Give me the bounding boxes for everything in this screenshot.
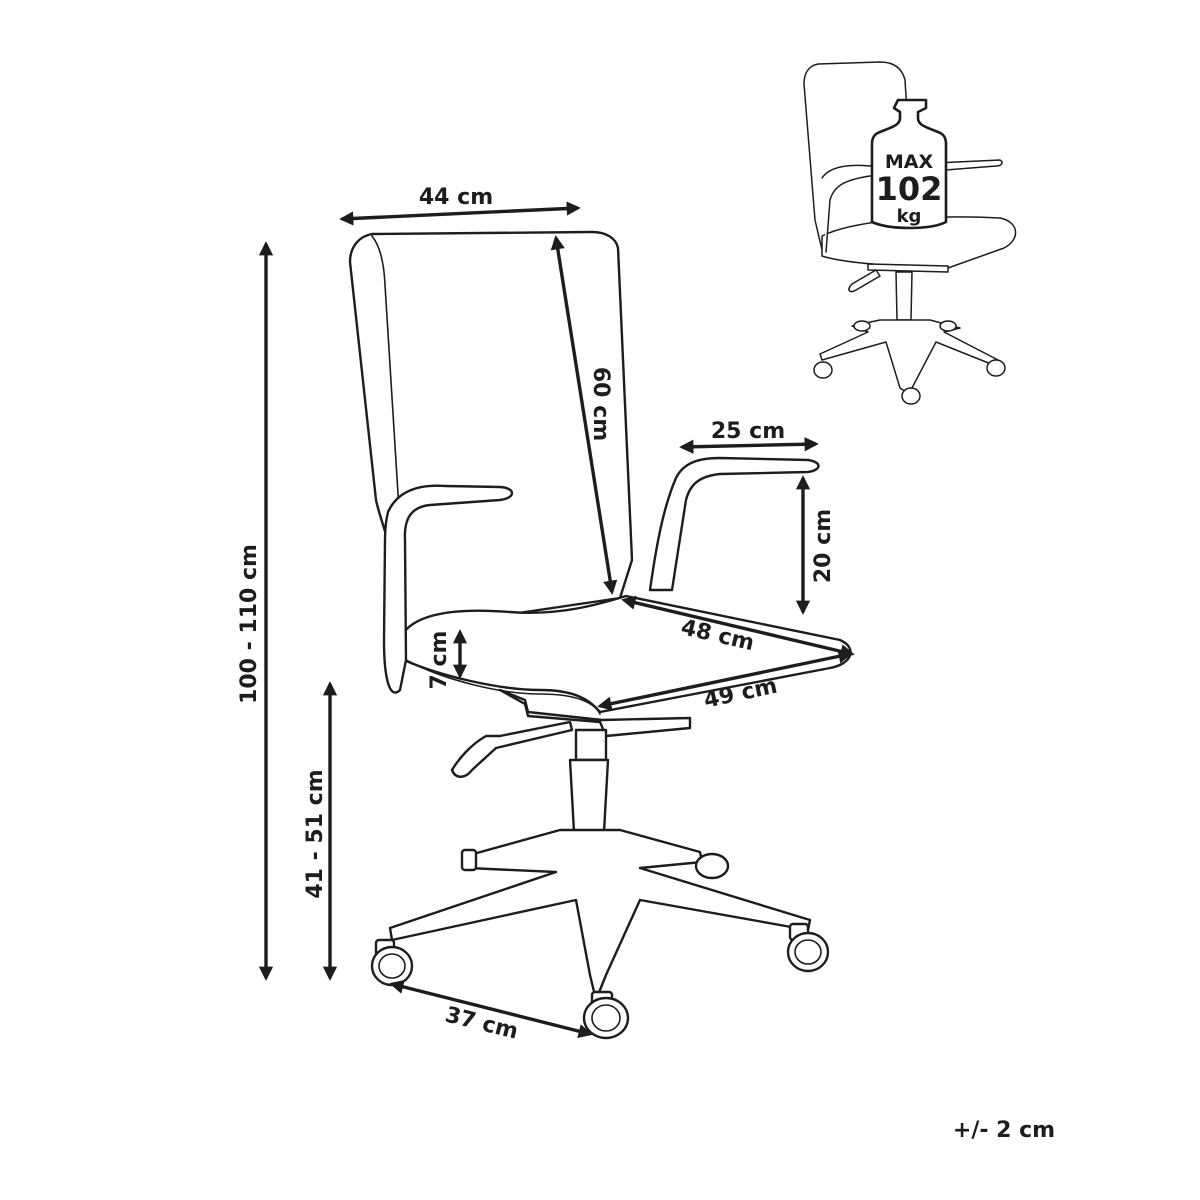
weight-unit: kg (897, 206, 922, 227)
weight-value: 102 (876, 170, 943, 208)
weight-max-label: MAX (885, 151, 934, 173)
label-armrest-length: 25 cm (711, 419, 785, 444)
height-adjust-lever (450, 720, 574, 778)
caster-left (370, 938, 414, 987)
caster-right (786, 922, 830, 973)
dimension-labels: 44 cm 60 cm 25 cm 20 cm 48 cm 49 cm 7 cm… (237, 185, 836, 1045)
label-backrest-width: 44 cm (419, 185, 493, 210)
dim-line-base-width (389, 979, 593, 1039)
gas-cylinder (574, 728, 608, 762)
star-base (388, 828, 812, 1002)
label-total-height: 100 - 110 cm (237, 544, 262, 704)
dim-line-backrest-height (550, 235, 618, 595)
label-seat-height: 41 - 51 cm (303, 769, 328, 898)
dimension-lines (258, 201, 855, 1039)
dim-line-backrest-width (339, 201, 581, 226)
dim-line-armrest-length (679, 437, 819, 454)
chair-armrest-right (648, 456, 820, 592)
chair-seat (402, 594, 852, 714)
label-base-width: 37 cm (443, 1003, 521, 1045)
caster-back-right (694, 852, 730, 880)
seat-mechanism (498, 688, 692, 738)
chair-armrest-left (382, 484, 514, 694)
caster-front (582, 990, 630, 1040)
tolerance-note: +/- 2 cm (953, 1118, 1055, 1143)
max-load-illustration: MAX 102 kg (803, 61, 1017, 405)
dim-line-seat-depth (621, 595, 855, 659)
label-armrest-height: 20 cm (811, 509, 836, 583)
label-backrest-height: 60 cm (588, 367, 613, 441)
weight-icon (870, 98, 948, 230)
label-seat-thickness: 7 cm (427, 631, 452, 690)
dim-line-seat-width (597, 649, 853, 711)
caster-back-left (460, 848, 478, 872)
